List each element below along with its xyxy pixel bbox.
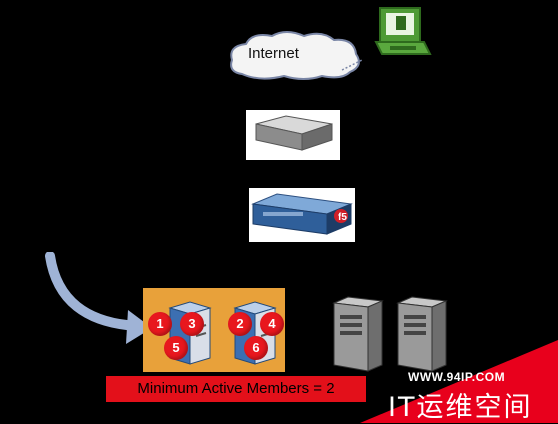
internet-label: Internet [248,45,299,62]
load-balancer-box: f5 [249,188,355,242]
router-box [246,110,340,160]
watermark-url: WWW.94IP.COM [408,370,506,384]
client-pc-icon [374,7,432,55]
curved-arrow-icon [45,252,152,344]
priority-badge: 5 [164,336,188,360]
priority-badge: 1 [148,312,172,336]
minimum-active-members-label: Minimum Active Members = 2 [106,376,366,402]
priority-badge: 3 [180,312,204,336]
router-icon [255,115,333,151]
load-balancer-icon: f5 [251,193,353,235]
tower-server-icon [396,296,448,372]
tower-server-icon [332,296,384,372]
priority-badge: 4 [260,312,284,336]
watermark-banner [360,340,558,423]
priority-badge: 2 [228,312,252,336]
priority-badge: 6 [244,336,268,360]
svg-text:f5: f5 [338,212,347,223]
internet-cloud-icon [230,31,363,80]
watermark-brand: IT运维空间 [388,392,533,423]
